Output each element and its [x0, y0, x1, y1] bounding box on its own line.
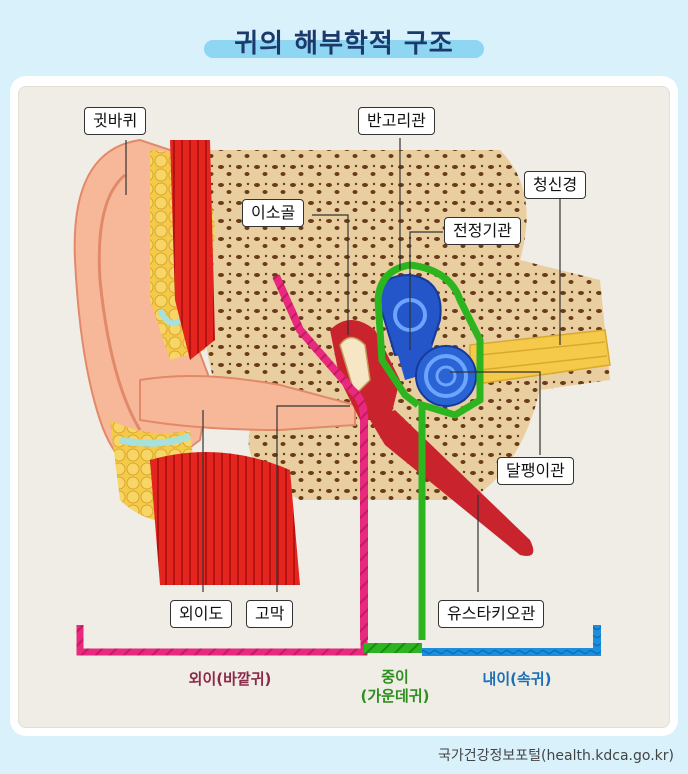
label-auricle: 귓바퀴 — [84, 107, 146, 135]
label-vestibule: 전정기관 — [444, 217, 521, 245]
source-credit: 국가건강정보포털(health.kdca.go.kr) — [438, 745, 674, 765]
label-ossicles: 이소골 — [242, 199, 304, 227]
zone-brackets — [80, 625, 597, 653]
label-ear-canal: 외이도 — [170, 600, 232, 628]
zone-inner-ear: 내이(속귀) — [462, 670, 572, 689]
label-semicircular-canals: 반고리관 — [358, 107, 435, 135]
zone-middle-ear-line2: (가운데귀) — [350, 687, 440, 706]
zone-outer-ear: 외이(바깥귀) — [170, 670, 290, 689]
zone-middle-ear-line1: 중이 — [350, 668, 440, 687]
label-cochlea: 달팽이관 — [497, 457, 574, 485]
label-eustachian-tube: 유스타키오관 — [438, 600, 544, 628]
label-auditory-nerve: 청신경 — [524, 171, 586, 199]
label-eardrum: 고막 — [246, 600, 293, 628]
zone-middle-ear: 중이 (가운데귀) — [350, 668, 440, 706]
